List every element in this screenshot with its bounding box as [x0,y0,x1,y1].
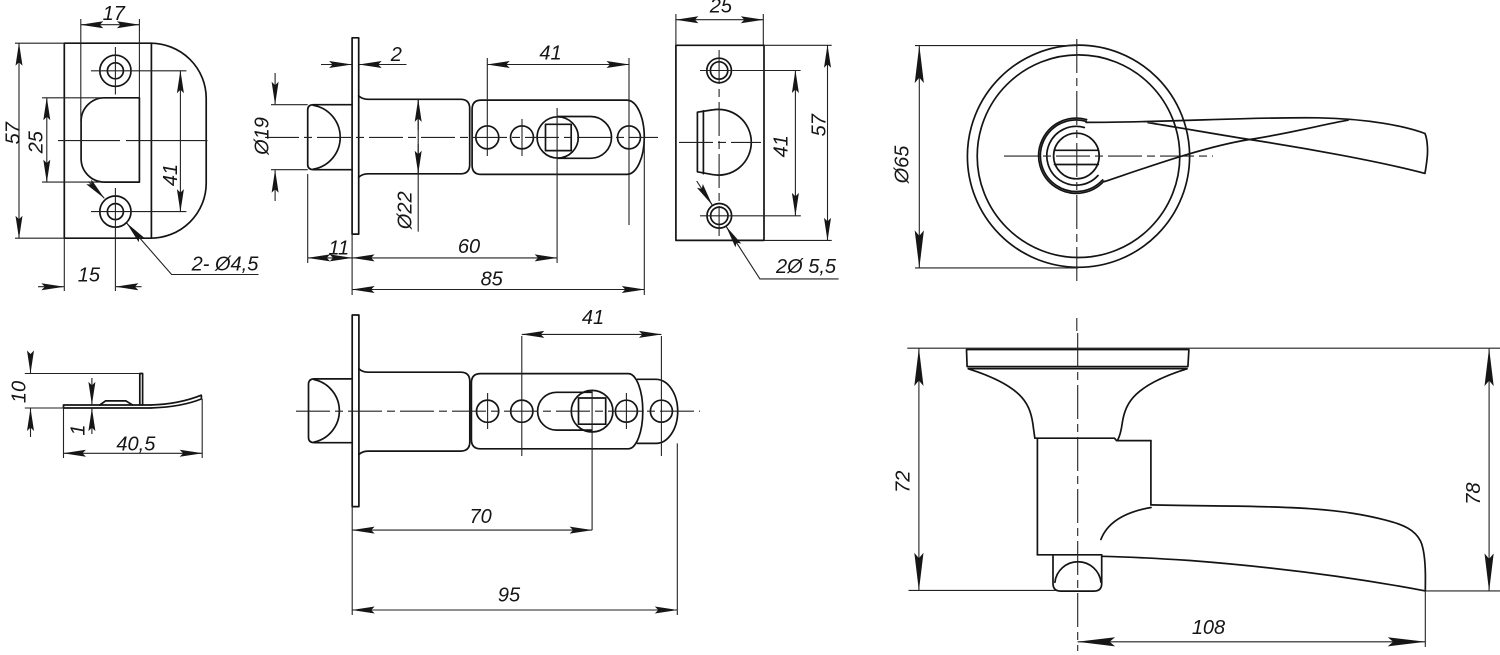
svg-text:70: 70 [469,506,491,528]
svg-text:41: 41 [771,135,793,157]
svg-text:Ø65: Ø65 [892,145,914,185]
svg-text:72: 72 [893,471,915,493]
svg-text:78: 78 [1463,482,1485,504]
svg-text:85: 85 [481,269,504,291]
svg-text:41: 41 [160,164,182,186]
svg-text:95: 95 [498,585,521,607]
svg-text:Ø22: Ø22 [394,191,416,230]
svg-text:60: 60 [458,236,480,258]
svg-text:25: 25 [709,0,733,18]
svg-text:40,5: 40,5 [116,433,156,455]
svg-text:Ø19: Ø19 [252,117,274,156]
svg-text:10: 10 [9,381,31,403]
svg-text:11: 11 [328,238,349,260]
svg-text:15: 15 [78,265,101,287]
svg-text:2- Ø4,5: 2- Ø4,5 [191,254,260,276]
svg-text:2: 2 [390,44,402,66]
svg-text:25: 25 [25,130,47,154]
svg-text:17: 17 [103,3,126,25]
svg-text:108: 108 [1192,617,1225,639]
svg-text:41: 41 [539,43,561,65]
svg-text:1: 1 [67,424,89,435]
svg-text:57: 57 [3,121,25,144]
svg-text:57: 57 [808,113,830,136]
svg-text:2Ø 5,5: 2Ø 5,5 [775,256,837,278]
svg-text:41: 41 [582,307,604,329]
